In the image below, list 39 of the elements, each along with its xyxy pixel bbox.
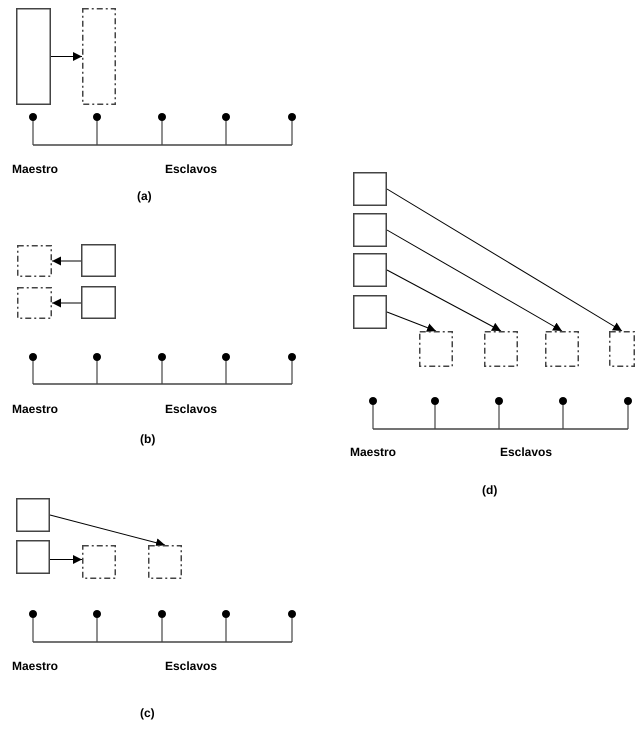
arrow	[50, 555, 82, 564]
process-box	[353, 213, 387, 247]
arrow	[386, 230, 562, 332]
dashed-box	[419, 331, 453, 367]
bus-label: (c)	[140, 707, 155, 719]
arrow	[52, 256, 82, 266]
process-box	[353, 172, 387, 206]
dashed-box	[82, 545, 116, 579]
process-box	[353, 295, 387, 329]
arrow	[386, 188, 622, 332]
bus-label: Maestro	[12, 163, 58, 175]
bus-label: Esclavos	[165, 163, 218, 175]
bus-label: (d)	[482, 484, 498, 496]
dashed-box	[17, 245, 52, 277]
bus-label: (b)	[140, 433, 156, 445]
dashed-box	[17, 287, 52, 319]
arrow	[50, 52, 82, 61]
arrow	[386, 270, 502, 332]
bus-label: Esclavos	[165, 660, 218, 672]
process-box	[16, 8, 51, 105]
dashed-box	[545, 331, 579, 367]
bus-label: Maestro	[12, 660, 58, 672]
bus-label: Maestro	[350, 446, 396, 458]
process-box	[16, 540, 50, 574]
bus-label: Maestro	[12, 403, 58, 415]
bus-label: Esclavos	[500, 446, 552, 458]
bus-label: (a)	[137, 190, 152, 202]
dashed-box	[82, 8, 116, 105]
dashed-box	[609, 331, 635, 367]
process-box	[81, 244, 116, 277]
dashed-box	[484, 331, 518, 367]
process-box	[16, 498, 50, 532]
arrow	[50, 514, 166, 548]
dashed-box	[148, 545, 182, 579]
arrow	[386, 312, 436, 332]
arrow	[52, 298, 82, 308]
process-box	[353, 253, 387, 287]
bus-label: Esclavos	[165, 403, 218, 415]
process-box	[81, 286, 116, 319]
